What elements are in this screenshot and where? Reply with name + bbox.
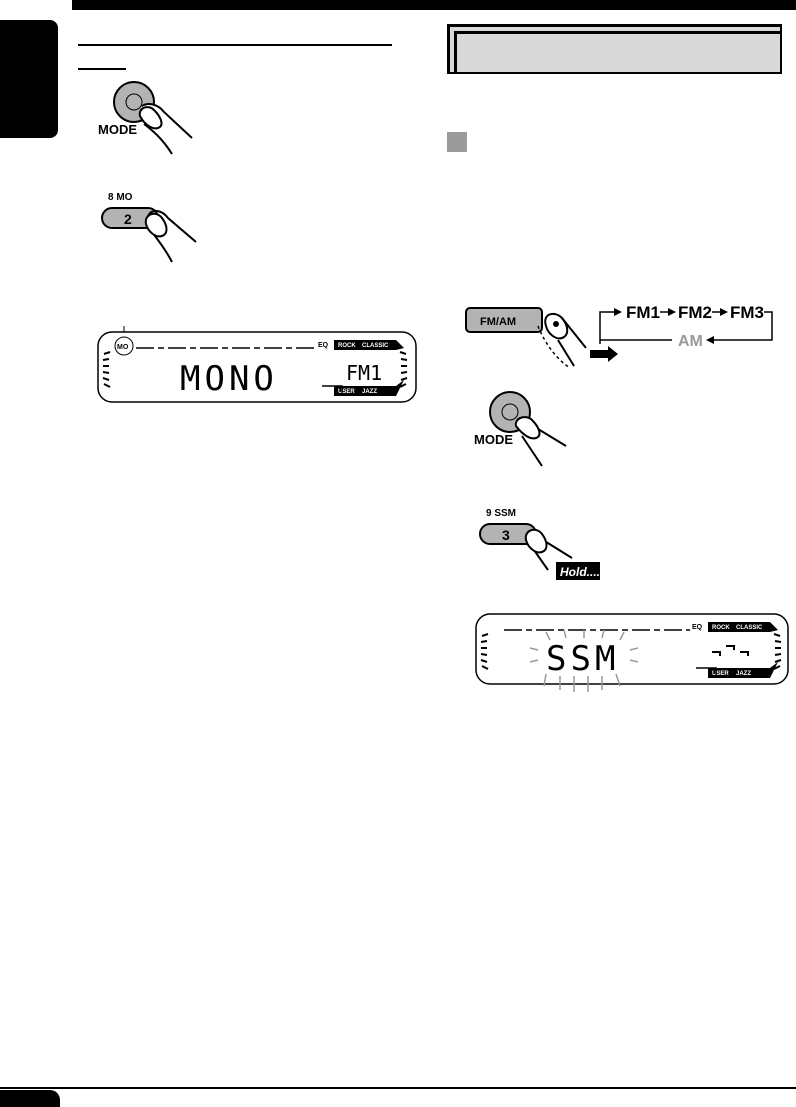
mo-indicator: MO bbox=[117, 344, 129, 351]
mode-label: MODE bbox=[98, 122, 137, 137]
eq-mode-rock-2: ROCK bbox=[712, 625, 730, 631]
band-fm2: FM2 bbox=[678, 303, 712, 322]
eq-mode-user-2: USER bbox=[712, 671, 729, 677]
band-fm1: FM1 bbox=[626, 303, 660, 322]
preset-3-top-label: 9 SSM bbox=[486, 508, 516, 519]
eq-mode-classic-2: CLASSIC bbox=[736, 625, 763, 631]
fm-am-button-illustration[interactable]: FM/AM FM1 FM2 FM3 AM bbox=[465, 296, 786, 376]
section-header-box bbox=[447, 24, 782, 74]
top-bar bbox=[72, 0, 796, 10]
hold-label: Hold.... bbox=[560, 565, 600, 579]
eq-mode-rock: ROCK bbox=[338, 343, 356, 349]
step-marker bbox=[447, 132, 467, 152]
preset-2-number: 2 bbox=[124, 211, 132, 227]
eq-mode-user: USER bbox=[338, 389, 355, 395]
display-band: FM1 bbox=[346, 361, 382, 385]
blink-rays bbox=[529, 629, 639, 692]
eq-label-2: EQ bbox=[692, 624, 703, 631]
display-main-text-2: SSM bbox=[546, 639, 619, 679]
section-rule bbox=[78, 44, 392, 46]
eq-mode-classic: CLASSIC bbox=[362, 343, 389, 349]
language-tab bbox=[0, 20, 58, 138]
mode-label-2: MODE bbox=[474, 432, 513, 447]
mode-button-illustration-2[interactable]: MODE bbox=[470, 386, 580, 476]
eq-mode-jazz-2: JAZZ bbox=[736, 671, 751, 677]
mode-button-illustration[interactable]: MODE bbox=[92, 76, 202, 166]
fm-am-label: FM/AM bbox=[480, 316, 516, 328]
eq-label: EQ bbox=[318, 342, 329, 349]
display-panel-mono: MO EQ ROCK CLASSIC USER JAZZ MONO FM1 bbox=[97, 326, 417, 403]
section-rule-short bbox=[78, 68, 126, 70]
display-main-text: MONO bbox=[180, 359, 278, 399]
eq-mode-jazz: JAZZ bbox=[362, 389, 377, 395]
band-am: AM bbox=[678, 333, 703, 350]
footer-rule bbox=[0, 1087, 796, 1089]
band-fm3: FM3 bbox=[730, 303, 764, 322]
preset-2-top-label: 8 MO bbox=[108, 192, 133, 203]
preset-button-3-illustration[interactable]: 9 SSM 3 Hold.... bbox=[476, 504, 616, 588]
page-number-tab bbox=[0, 1090, 60, 1107]
display-panel-ssm: EQ ROCK CLASSIC USER JAZZ SSM bbox=[475, 613, 789, 692]
preset-3-number: 3 bbox=[502, 527, 510, 543]
preset-button-2-illustration[interactable]: 8 MO 2 bbox=[100, 188, 210, 268]
